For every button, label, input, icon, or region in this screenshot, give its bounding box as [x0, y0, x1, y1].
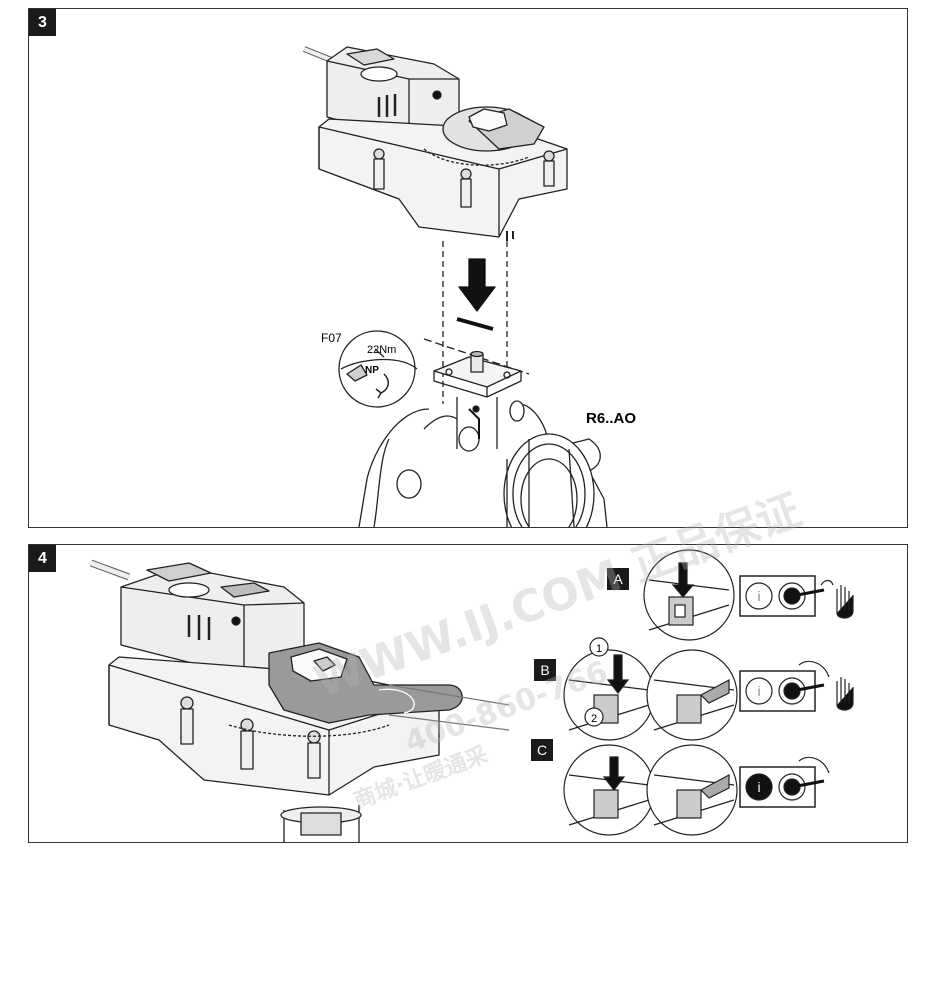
- np-label: NP: [365, 365, 379, 376]
- step-4-panel: 4: [28, 544, 908, 843]
- flange-label: F07: [321, 331, 342, 345]
- indicator-i-b: i: [757, 683, 760, 699]
- indicator-i-a: i: [757, 588, 760, 604]
- step-a-letter: A: [613, 571, 623, 587]
- model-label: R6..AO: [586, 410, 636, 427]
- step-3-panel: 3: [28, 8, 908, 528]
- step-number-4: 4: [29, 545, 56, 572]
- step-c-letter: C: [537, 742, 547, 758]
- step-c-group: C i: [531, 739, 830, 836]
- step-c-box: [531, 739, 553, 761]
- torque-label: 22Nm: [367, 344, 396, 356]
- step-b-box: [534, 659, 556, 681]
- indicator-i-c: i: [757, 779, 760, 795]
- actuator-mounting-illustration: F07 22Nm NP R6..AO: [302, 46, 636, 527]
- callout-2: 2: [591, 713, 597, 725]
- step-a-group: A i: [607, 549, 854, 641]
- step-number-3: 3: [29, 9, 56, 36]
- step-b-letter: B: [540, 662, 549, 678]
- callout-1: 1: [596, 643, 602, 655]
- step-a-box: [607, 568, 629, 590]
- manual-override-illustration: A i B: [89, 549, 854, 842]
- step-b-group: B 1 2 i: [534, 637, 854, 741]
